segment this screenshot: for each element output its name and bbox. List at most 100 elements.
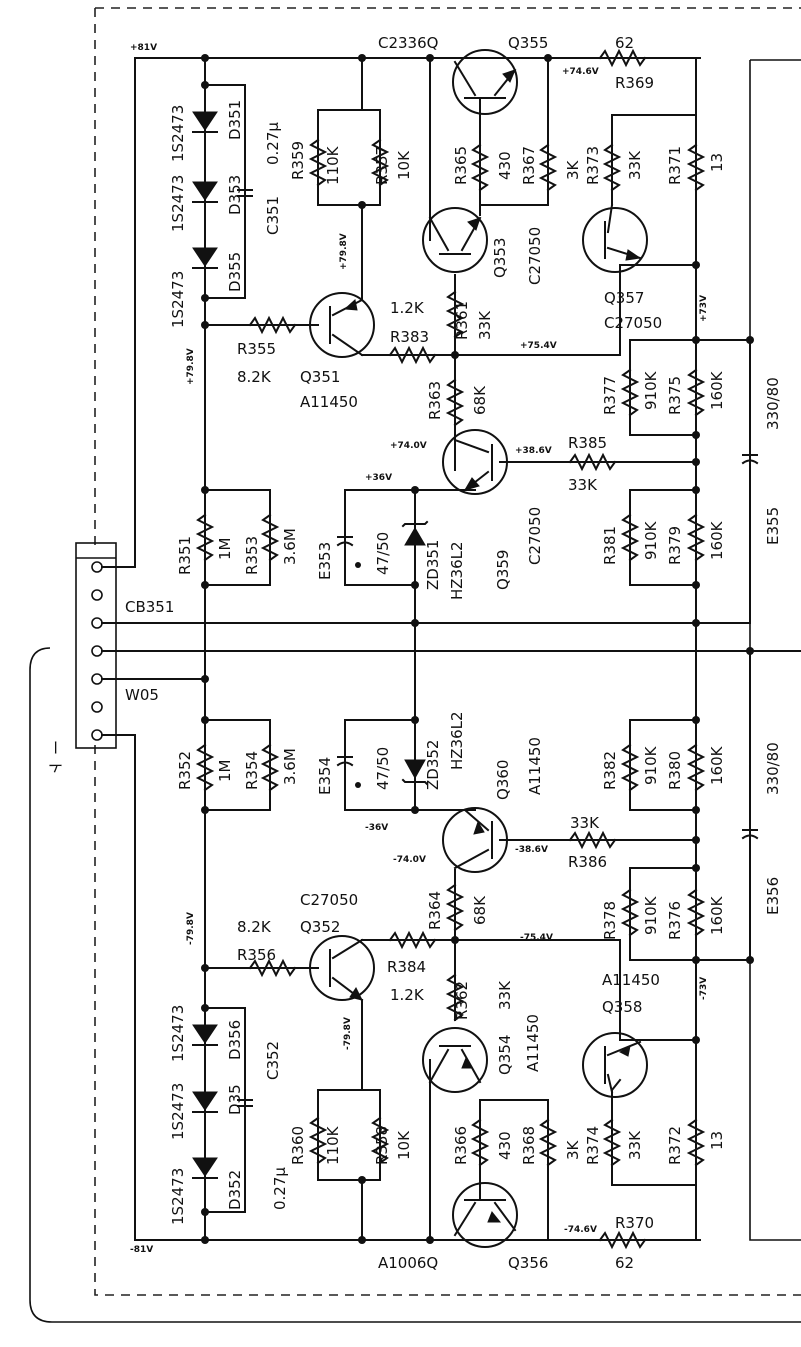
transistor-q357 (582, 203, 648, 273)
label-r357v: 10K (395, 150, 413, 180)
label-q355: Q355 (508, 34, 548, 52)
resistor-r367 (538, 143, 558, 192)
v-q359-emit: +38.6V (515, 446, 552, 456)
label-r378: R378 (601, 901, 619, 940)
labels: +81V -81V C2336Q Q355 62 R369 +74.6V 1S2… (46, 34, 782, 1272)
label-r383v: 1.2K (390, 299, 425, 317)
label-r374v: 33K (626, 1130, 644, 1160)
label-e356: E356 (764, 877, 782, 915)
resistor-r377 (620, 368, 640, 417)
resistor-r351 (195, 513, 215, 562)
label-r385v: 33K (568, 476, 598, 494)
label-r354v: 3.6M (281, 748, 299, 785)
label-r384: R384 (387, 958, 426, 976)
v-q360-emit: -38.6V (515, 845, 548, 855)
label-d354: D35 (226, 1084, 244, 1115)
resistor-r370 (598, 1230, 647, 1250)
label-r386: R386 (568, 853, 607, 871)
transistor-q354 (422, 1027, 488, 1093)
label-r368: R368 (520, 1126, 538, 1165)
label-zd351: ZD351 (424, 540, 442, 590)
resistor-r381 (620, 513, 640, 562)
v-rail-left-bot: -79.8V (186, 912, 196, 945)
label-d356: D356 (226, 1020, 244, 1060)
label-c2336q: C2336Q (378, 34, 438, 52)
label-r352v: 1M (216, 760, 234, 783)
resistor-r366 (470, 1118, 490, 1167)
label-zd352: ZD352 (424, 740, 442, 790)
label-r353v: 3.6M (281, 528, 299, 565)
v-e353: +36V (365, 473, 392, 483)
resistor-r371 (686, 143, 706, 192)
label-r360v: 110K (324, 1125, 342, 1165)
label-q358t: A11450 (602, 971, 660, 989)
diode-d351 (192, 111, 218, 133)
diode-d353 (192, 181, 218, 203)
capacitor-c351 (237, 189, 253, 197)
label-r376v: 160K (708, 895, 726, 935)
label-r361v: 33K (476, 310, 494, 340)
v-q356-out: -74.6V (564, 1225, 597, 1235)
resistor-r368 (538, 1118, 558, 1167)
label-q352: Q352 (300, 918, 340, 936)
label-r358: R358 (373, 1126, 391, 1165)
v-q358-emit: -73V (699, 977, 709, 1000)
resistor-r358 (370, 1116, 390, 1165)
label-r365: R365 (452, 146, 470, 185)
label-r380v: 160K (708, 745, 726, 785)
resistor-r372 (686, 1118, 706, 1167)
resistor-r364 (445, 883, 465, 932)
diode-d356 (192, 1024, 218, 1046)
label-q359: Q359 (494, 550, 512, 590)
diode-d354 (192, 1091, 218, 1113)
label-e353: E353 (316, 542, 334, 580)
transistor-q352 (309, 935, 375, 1002)
label-r362v: 33K (496, 980, 514, 1010)
label-r375v: 160K (708, 370, 726, 410)
label-r373: R373 (584, 146, 602, 185)
resistor-r352 (195, 743, 215, 792)
resistor-r362 (445, 973, 465, 1022)
label-q353: Q353 (491, 238, 509, 278)
v-rail-left-top: +79.8V (186, 348, 196, 385)
resistor-r355 (248, 315, 297, 335)
resistor-r373 (602, 143, 622, 192)
resistor-r385 (568, 452, 617, 472)
label-r377: R377 (601, 376, 619, 415)
label-r354: R354 (243, 751, 261, 790)
label-1s2473-a: 1S2473 (169, 105, 187, 162)
label-r372: R372 (666, 1126, 684, 1165)
label-r356v: 8.2K (237, 918, 272, 936)
label-e354v: 47/50 (374, 747, 392, 790)
label-r377v: 910K (642, 370, 660, 410)
label-r366v: 430 (496, 1131, 514, 1160)
label-r362: R362 (453, 981, 471, 1020)
resistor-r378 (620, 888, 640, 937)
label-r359v: 110K (324, 145, 342, 185)
label-r375: R375 (666, 376, 684, 415)
label-r366: R366 (452, 1126, 470, 1165)
label-r364v: 68K (471, 895, 489, 925)
label-r367: R367 (520, 146, 538, 185)
connector-cb351 (75, 542, 801, 749)
label-r379v: 160K (708, 520, 726, 560)
label-d351: D351 (226, 100, 244, 140)
label-q352t: C27050 (300, 891, 358, 909)
transistor-q356 (452, 1182, 518, 1248)
label-e354: E354 (316, 757, 334, 795)
v-q351-coll: +79.8V (339, 233, 349, 270)
rail-pos-label: +81V (130, 43, 157, 53)
label-r386v: 33K (570, 814, 600, 832)
label-r376: R376 (666, 901, 684, 940)
label-r368v: 3K (564, 1139, 582, 1160)
label-1s2473-b: 1S2473 (169, 175, 187, 232)
label-zd351t: HZ36L2 (448, 541, 466, 600)
resistor-r365 (470, 143, 490, 192)
label-q360: Q360 (494, 760, 512, 800)
label-q354: Q354 (496, 1035, 514, 1075)
label-r383: R383 (390, 328, 429, 346)
label-c352v: 0.27μ (271, 1167, 289, 1210)
transistor-q358 (582, 1032, 648, 1098)
resistor-r363 (445, 378, 465, 427)
label-r356: R356 (237, 946, 276, 964)
